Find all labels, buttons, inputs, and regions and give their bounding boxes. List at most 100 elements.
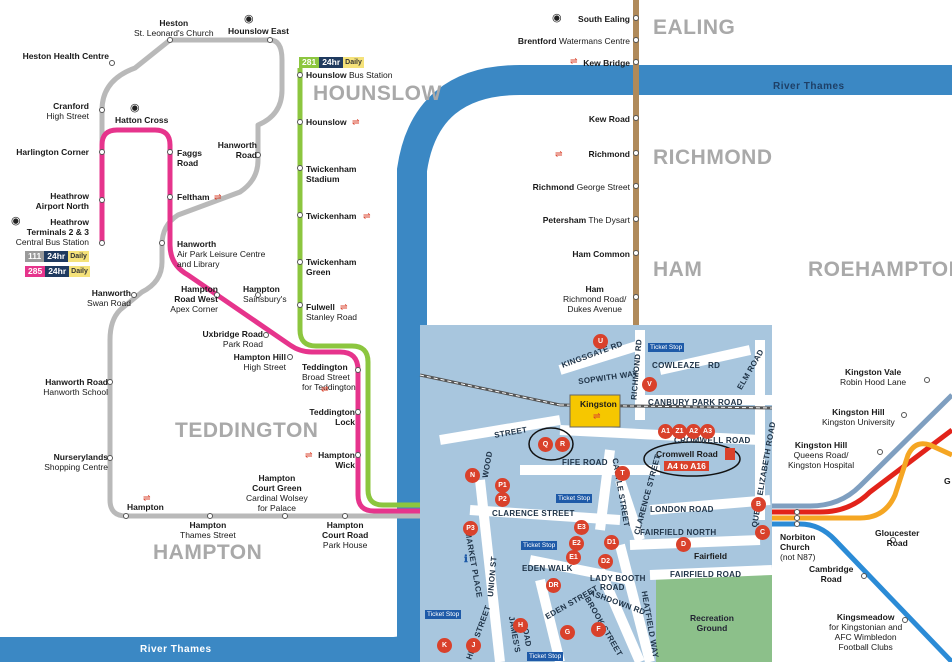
town-streets [439,330,773,662]
area-teddington: TEDDINGTON [175,419,319,442]
stop-hounslow-bus: Hounslow Bus Station [306,70,393,80]
bus-stop-z1[interactable]: Z1 [672,424,687,439]
street-lady-booth: LADY BOOTH [590,574,646,583]
bus-stop-d2[interactable]: D2 [598,554,613,569]
bus-stop-b[interactable]: B [751,497,766,512]
stop-brentford: Brentford Watermans Centre [517,36,630,46]
area-roehampton: ROEHAMPTON [808,258,952,281]
bus-stop-q[interactable]: Q [538,437,553,452]
river-label-top: River Thames [773,81,845,92]
red-route-line [772,428,952,515]
street-fife: FIFE ROAD [562,458,608,467]
area-hounslow: HOUNSLOW [313,82,442,105]
route-number: 111 [25,251,45,262]
stop-ring-qr [528,427,574,461]
bus-stop-u[interactable]: U [593,334,608,349]
street-clarence: CLARENCE STREET [492,509,575,518]
stop-hounslow: Hounslow [306,117,347,127]
bus-stop-p2[interactable]: P2 [495,492,510,507]
national-rail-icon: ⇌ [321,384,329,394]
daily-tag: Daily [68,251,89,262]
bus-stop-r[interactable]: R [555,437,570,452]
night-hours: 24hr [45,266,70,277]
bus-stop-dr[interactable]: DR [546,578,561,593]
bus-stop-d1[interactable]: D1 [604,535,619,550]
cromwell-road-label: Cromwell Road [656,449,718,459]
ticket-stop-2: Ticket Stop [556,494,593,503]
street-fairfield-road: FAIRFIELD ROAD [670,570,742,579]
bus-stop-j[interactable]: J [466,638,481,653]
ticket-stop-5: Ticket Stop [527,652,564,661]
bus-stop-e3[interactable]: E3 [574,520,589,535]
bus-stop-e1[interactable]: E1 [566,550,581,565]
stop-richmond: Richmond [588,149,630,159]
route-285-badge: 285 24hr Daily [25,266,90,277]
area-richmond: RICHMOND [653,146,773,169]
bus-stop-a1[interactable]: A1 [658,424,673,439]
street-road: ROAD [600,583,625,592]
stop-petersham: Petersham The Dysart [542,215,630,225]
stop-heston-health: Heston Health Centre [22,51,109,61]
bus-stop-a3[interactable]: A3 [700,424,715,439]
kingston-station-label: Kingston [580,399,617,409]
area-ealing: EALING [653,16,736,39]
bus-stop-h[interactable]: H [513,618,528,633]
stop-feltham: Feltham [177,192,210,202]
stop-hatton-cross: Hatton Cross [115,115,169,125]
kingston-station-block [569,394,621,428]
bus-stop-e2[interactable]: E2 [569,536,584,551]
stop-kew-road: Kew Road [588,114,630,124]
blue-route-line [772,521,952,662]
ticket-stop-4: Ticket Stop [425,610,462,619]
national-rail-icon: ⇌ [214,192,222,202]
national-rail-icon: ⇌ [340,302,348,312]
bus-stop-d[interactable]: D [676,537,691,552]
bus-stop-g[interactable]: G [560,625,575,640]
stop-hounslow-east: Hounslow East [228,26,289,36]
daily-tag: Daily [343,57,364,68]
national-rail-icon: ⇌ [305,450,313,460]
stop-south-ealing: South Ealing [578,14,630,24]
bus-stop-p3[interactable]: P3 [463,521,478,536]
cromwell-stop-range: A4 to A16 [664,461,709,471]
route-111-badge: 111 24hr Daily [25,251,89,262]
street-london: LONDON ROAD [650,505,714,514]
underground-roundel-icon: ◉ [11,215,21,227]
stop-dots [99,15,930,623]
bus-stop-k[interactable]: K [437,638,452,653]
bus-stop-t[interactable]: T [615,466,630,481]
street-fairfield-north: FAIRFIELD NORTH [640,528,717,537]
bus-stop-p1[interactable]: P1 [495,478,510,493]
stop-ring-cromwell [643,441,741,477]
area-ham: HAM [653,258,703,281]
national-rail-icon: ⇌ [593,411,601,421]
bus-stop-c[interactable]: C [755,525,770,540]
route-111-line [99,37,420,519]
fairfield-label: Fairfield [694,551,728,561]
route-number: 285 [25,266,46,277]
bus-stop-v[interactable]: V [642,377,657,392]
underground-roundel-icon: ◉ [552,12,562,24]
national-rail-icon: ⇌ [570,56,578,66]
ticket-stop-3: Ticket Stop [521,541,558,550]
bus-stop-n[interactable]: N [465,468,480,483]
bus-stop-f[interactable]: F [591,622,606,637]
bus-stop-a2[interactable]: A2 [686,424,701,439]
